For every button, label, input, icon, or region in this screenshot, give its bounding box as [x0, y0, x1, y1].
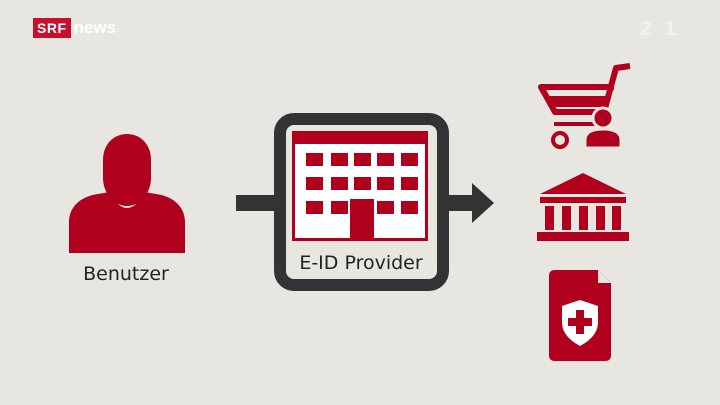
- provider-label: E-ID Provider: [299, 252, 423, 274]
- arrow-user-provider: [236, 195, 274, 211]
- swiss-document-icon: [549, 270, 611, 361]
- user-label: Benutzer: [83, 263, 169, 285]
- srf-logo-box: SRF: [33, 18, 71, 38]
- channel-watermark: 2 1: [640, 18, 680, 40]
- user-icon: [69, 134, 185, 253]
- news-logo-text: news: [73, 18, 117, 37]
- provider-node: E-ID Provider: [274, 113, 449, 291]
- building-icon: [292, 131, 428, 241]
- arrow-provider-services: [449, 183, 494, 223]
- srf-news-logo: SRF news: [33, 18, 116, 38]
- shopping-cart-user-icon: [538, 63, 631, 150]
- bank-icon: [537, 173, 629, 241]
